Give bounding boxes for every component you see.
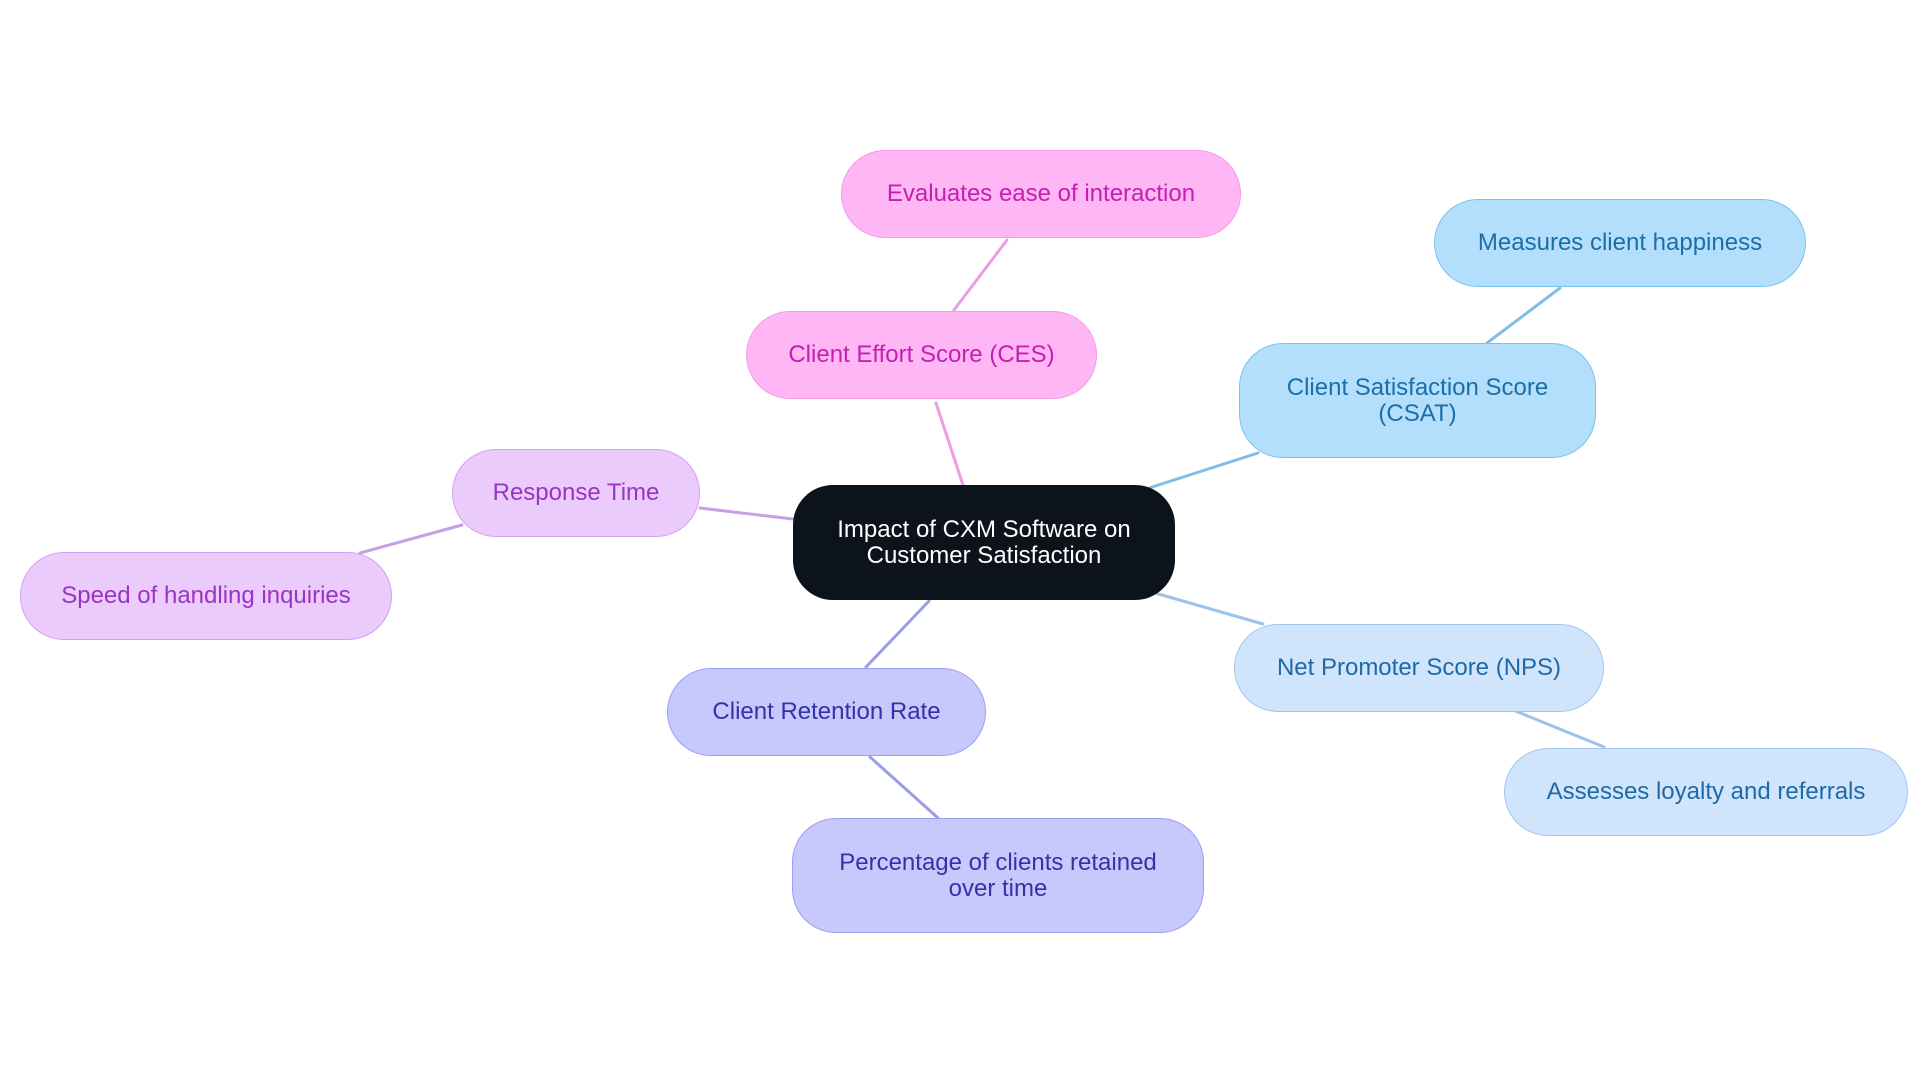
edge-ces-child [952,238,1009,312]
node-client-effort-score: Client Effort Score (CES) [746,311,1097,399]
edge-nps-child [1511,708,1606,749]
edge-retention-child [868,755,940,820]
retention-child-label: Percentage of clients retained over time [839,848,1157,902]
node-assesses-loyalty: Assesses loyalty and referrals [1504,748,1908,836]
response-child-label: Speed of handling inquiries [61,582,351,609]
node-client-satisfaction-score: Client Satisfaction Score (CSAT) [1239,343,1596,458]
root-label: Impact of CXM Software on Customer Satis… [837,515,1131,569]
nps-child-label: Assesses loyalty and referrals [1546,778,1866,805]
root-node: Impact of CXM Software on Customer Satis… [793,485,1175,600]
ces-label: Client Effort Score (CES) [788,341,1055,368]
response-label: Response Time [492,479,660,506]
node-evaluates-ease: Evaluates ease of interaction [841,150,1241,238]
retention-label: Client Retention Rate [712,698,941,725]
csat-label: Client Satisfaction Score (CSAT) [1286,373,1549,427]
node-response-time: Response Time [452,449,700,537]
edge-root-response [698,506,795,521]
node-measures-happiness: Measures client happiness [1434,199,1806,287]
edge-root-ces [934,401,965,487]
ces-child-label: Evaluates ease of interaction [886,180,1196,207]
edge-csat-child [1485,286,1562,345]
edge-root-retention [864,599,931,669]
node-speed-handling: Speed of handling inquiries [20,552,392,640]
node-net-promoter-score: Net Promoter Score (NPS) [1234,624,1604,712]
node-percentage-retained: Percentage of clients retained over time [792,818,1204,933]
node-client-retention-rate: Client Retention Rate [667,668,986,756]
csat-child-label: Measures client happiness [1477,229,1763,256]
edge-root-csat [1141,451,1260,492]
edge-response-child [358,523,464,555]
edge-root-nps [1153,591,1265,626]
nps-label: Net Promoter Score (NPS) [1276,654,1562,681]
